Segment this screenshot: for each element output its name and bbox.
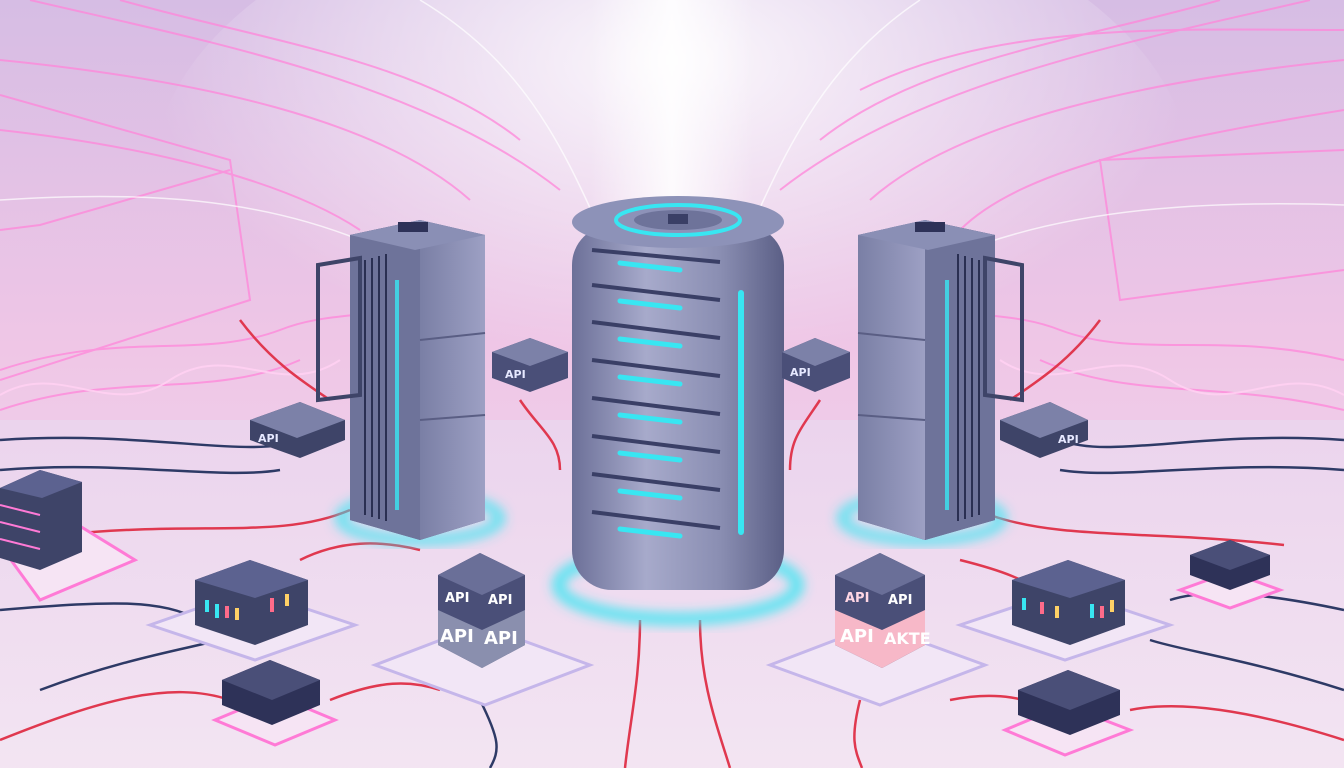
server-bays <box>591 248 721 530</box>
server-rack-left <box>316 220 486 540</box>
api-cube-left: API API API API <box>438 553 525 668</box>
api-tag-upper-left: API <box>505 368 526 381</box>
cube-left-top2: API <box>488 593 512 608</box>
small-box-bottom-left <box>222 660 320 725</box>
central-cylinder-server <box>572 196 784 590</box>
cube-right-top2: API <box>888 593 912 608</box>
cube-left-front2: API <box>484 628 518 649</box>
api-box-mid-right: API <box>1000 402 1088 458</box>
api-box-upper-right: API <box>782 338 850 392</box>
neon-lines-white <box>0 0 1344 246</box>
small-box-bottom-right <box>1018 670 1120 735</box>
cube-right-front1: API <box>840 626 874 647</box>
api-tag-mid-left: API <box>258 432 279 445</box>
cube-left-front1: API <box>440 626 474 647</box>
cube-right-front2: AKTE <box>884 629 931 648</box>
api-tag-upper-right: API <box>790 366 811 379</box>
neon-lines-right <box>779 0 1344 411</box>
circuit-block-right <box>1012 560 1125 645</box>
api-tag-mid-right: API <box>1058 433 1079 446</box>
api-box-upper-left: API <box>492 338 568 392</box>
storage-stack-left <box>0 470 82 570</box>
cube-left-top1: API <box>445 591 469 606</box>
api-box-mid-left: API <box>250 402 345 458</box>
server-rack-right <box>857 220 1024 540</box>
cube-right-top1: API <box>845 591 869 606</box>
circuit-block-left <box>195 560 308 645</box>
small-box-right <box>1190 540 1270 590</box>
api-cube-right: API API API AKTE <box>835 553 931 668</box>
wave-lines <box>0 359 1344 396</box>
bay-lights <box>617 260 683 539</box>
